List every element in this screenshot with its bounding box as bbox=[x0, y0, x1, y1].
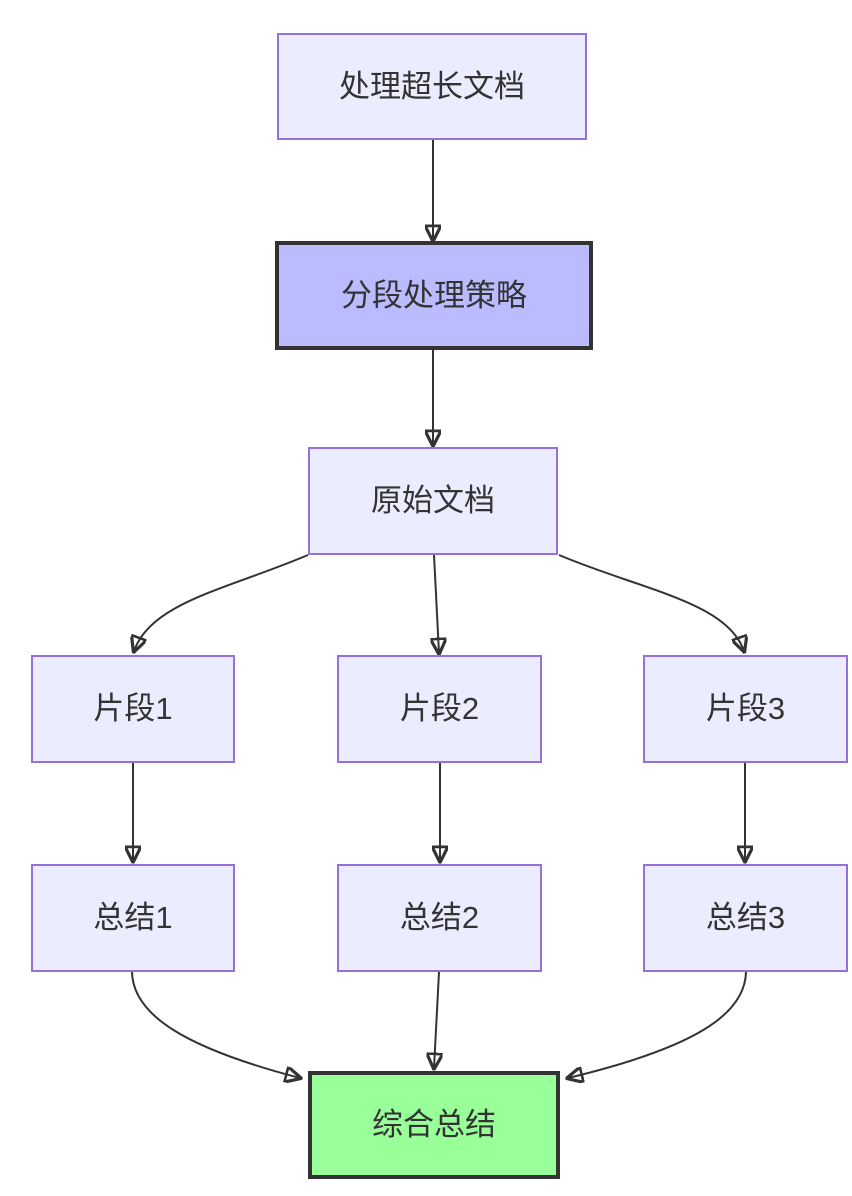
node-chunk-2: 片段2 bbox=[337, 655, 542, 763]
node-summary-1: 总结1 bbox=[31, 864, 235, 972]
node-chunk-1-label: 片段1 bbox=[93, 691, 173, 727]
node-chunk-3-label: 片段3 bbox=[705, 691, 786, 727]
node-chunk-1: 片段1 bbox=[31, 655, 235, 763]
node-original-document-label: 原始文档 bbox=[371, 483, 495, 519]
node-chunk-2-label: 片段2 bbox=[399, 691, 480, 727]
node-final-summary: 综合总结 bbox=[308, 1071, 560, 1179]
node-process-long-document: 处理超长文档 bbox=[277, 33, 587, 140]
node-summary-1-label: 总结1 bbox=[93, 900, 173, 936]
node-chunk-3: 片段3 bbox=[643, 655, 848, 763]
edge-doc-to-chunk2 bbox=[434, 554, 439, 653]
node-summary-2: 总结2 bbox=[337, 864, 542, 972]
node-final-summary-label: 综合总结 bbox=[372, 1107, 496, 1143]
node-process-long-document-label: 处理超长文档 bbox=[339, 68, 525, 104]
node-summary-3-label: 总结3 bbox=[705, 900, 786, 936]
node-summary-2-label: 总结2 bbox=[399, 900, 480, 936]
node-summary-3: 总结3 bbox=[643, 864, 848, 972]
node-segmentation-strategy-label: 分段处理策略 bbox=[341, 277, 527, 313]
edge-summary3-to-final bbox=[568, 971, 747, 1078]
node-segmentation-strategy: 分段处理策略 bbox=[275, 241, 593, 350]
edge-summary1-to-final bbox=[131, 971, 300, 1078]
edge-summary2-to-final bbox=[434, 971, 439, 1068]
edge-doc-to-chunk1 bbox=[134, 554, 309, 651]
node-original-document: 原始文档 bbox=[308, 447, 558, 555]
edge-doc-to-chunk3 bbox=[558, 554, 744, 651]
